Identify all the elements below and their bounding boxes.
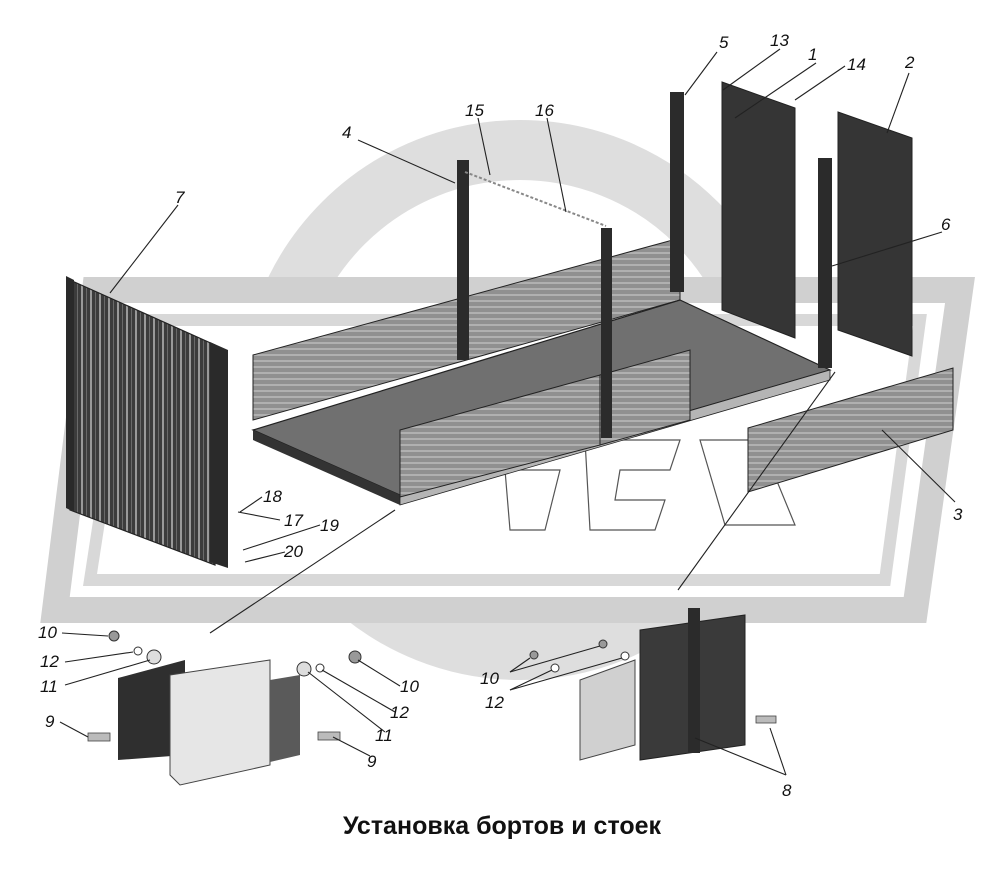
callout-15: 15: [465, 101, 484, 120]
rope-15-16: [464, 171, 607, 227]
front-wall-7: [66, 276, 228, 568]
callout-9a: 9: [45, 712, 55, 731]
platform-body: [251, 237, 832, 506]
diagram-caption: Установка бортов и стоек: [342, 812, 662, 840]
callout-9b: 9: [367, 752, 377, 771]
callout-10a: 10: [38, 623, 57, 642]
callout-12a: 12: [40, 652, 59, 671]
callout-4: 4: [342, 123, 351, 142]
callout-17: 17: [284, 511, 303, 530]
callout-11a: 11: [40, 677, 58, 696]
post-bracket-detail: [529, 608, 777, 761]
corner-bracket-detail: [87, 630, 362, 786]
callout-1: 1: [808, 45, 817, 64]
rear-panel-1: [721, 81, 796, 339]
callout-labels: 1 2 3 4 5 6 7 8 9 9 10 10 10 11 11 12 12…: [38, 31, 963, 800]
callout-2: 2: [904, 53, 915, 72]
post-6: [818, 158, 832, 368]
callout-6: 6: [941, 215, 951, 234]
callout-7: 7: [175, 188, 185, 207]
rear-panel-2: [837, 111, 913, 357]
callout-16: 16: [535, 101, 554, 120]
callout-10c: 10: [480, 669, 499, 688]
callout-20: 20: [283, 542, 303, 561]
callout-12c: 12: [485, 693, 504, 712]
callout-19: 19: [320, 516, 339, 535]
side-board-3: [747, 367, 954, 493]
callout-8: 8: [782, 781, 792, 800]
post-5: [670, 92, 684, 292]
post-4: [457, 160, 612, 438]
callout-11b: 11: [375, 726, 393, 745]
callout-13: 13: [770, 31, 789, 50]
callout-3: 3: [953, 505, 963, 524]
callout-5: 5: [719, 33, 729, 52]
callout-14: 14: [847, 55, 866, 74]
callout-10b: 10: [400, 677, 419, 696]
callout-12b: 12: [390, 703, 409, 722]
callout-18: 18: [263, 487, 282, 506]
leader-lines: [59, 48, 956, 776]
